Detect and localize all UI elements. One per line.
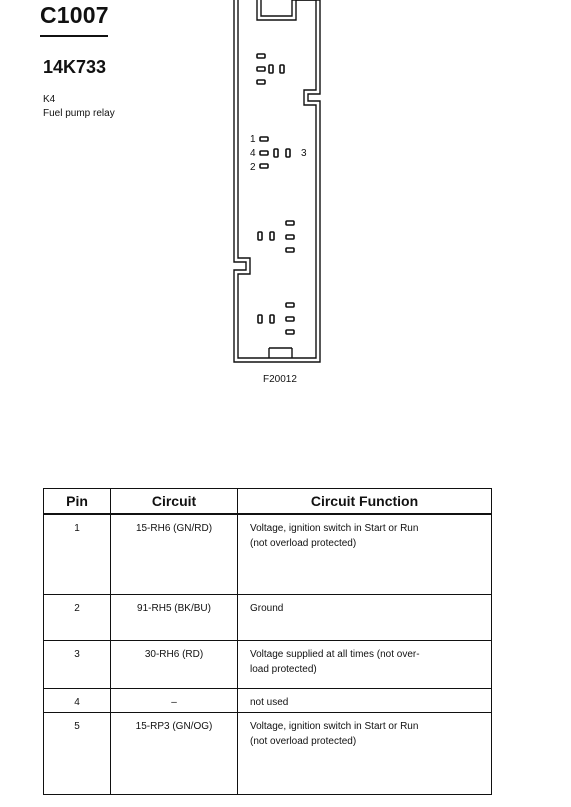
function-line: load protected) xyxy=(250,663,317,675)
cell-pin: 4 xyxy=(43,687,111,713)
cell-function: Voltage, ignition switch in Start or Run… xyxy=(237,513,492,595)
function-line: Ground xyxy=(250,602,284,614)
pin-label-4: 4 xyxy=(250,148,256,159)
cell-circuit: 91-RH5 (BK/BU) xyxy=(110,593,238,641)
cavity-pin-5 xyxy=(273,148,279,158)
function-line: (not overload protected) xyxy=(250,735,357,747)
pin-label-3: 3 xyxy=(301,148,307,159)
pin-function-table: Pin Circuit Circuit Function 1 15-RH6 (G… xyxy=(43,488,492,795)
terminal-cavities xyxy=(256,53,295,335)
table-row: 3 30-RH6 (RD) Voltage supplied at all ti… xyxy=(43,639,492,689)
function-line: Voltage supplied at all times (not over- xyxy=(250,648,420,660)
table-row: 1 15-RH6 (GN/RD) Voltage, ignition switc… xyxy=(43,513,492,595)
cell-circuit: 15-RP3 (GN/OG) xyxy=(110,711,238,795)
cell-circuit: 15-RH6 (GN/RD) xyxy=(110,513,238,595)
relay-name: Fuel pump relay xyxy=(43,108,115,119)
cavity-pin-1 xyxy=(259,136,269,142)
relay-id: K4 xyxy=(43,94,56,105)
header-circuit: Circuit xyxy=(110,488,238,515)
cell-function: Ground xyxy=(237,593,492,641)
cell-pin: 1 xyxy=(43,513,111,595)
figure-label: F20012 xyxy=(263,374,297,385)
connector-outline xyxy=(233,0,321,363)
cell-pin: 3 xyxy=(43,639,111,689)
header-circuit-function: Circuit Function xyxy=(237,488,492,515)
pin-label-1: 1 xyxy=(250,134,256,145)
function-line: (not overload protected) xyxy=(250,538,357,549)
table-row: 2 91-RH5 (BK/BU) Ground xyxy=(43,593,492,641)
connector-face-diagram: 1 4 2 3 xyxy=(233,0,321,363)
function-line: not used xyxy=(250,696,289,708)
cell-function: not used xyxy=(237,687,492,713)
cell-circuit: 30-RH6 (RD) xyxy=(110,639,238,689)
table-row: 4 – not used xyxy=(43,687,492,713)
cavity-pin-2 xyxy=(259,163,269,169)
cell-function: Voltage, ignition switch in Start or Run… xyxy=(237,711,492,795)
header-pin: Pin xyxy=(43,488,111,515)
cell-function: Voltage supplied at all times (not over-… xyxy=(237,639,492,689)
cavity-pin-4 xyxy=(259,150,269,156)
cell-circuit: – xyxy=(110,687,238,713)
pin-label-2: 2 xyxy=(250,162,256,173)
function-line: Voltage, ignition switch in Start or Run xyxy=(250,523,419,534)
table-header-row: Pin Circuit Circuit Function xyxy=(43,488,492,515)
cavity-pin-3 xyxy=(285,148,291,158)
part-number: 14K733 xyxy=(43,57,107,77)
connector-id-underline xyxy=(40,35,108,37)
function-line: Voltage, ignition switch in Start or Run xyxy=(250,720,419,732)
cell-pin: 5 xyxy=(43,711,111,795)
table-row: 5 15-RP3 (GN/OG) Voltage, ignition switc… xyxy=(43,711,492,795)
connector-id: C1007 xyxy=(40,2,109,28)
cell-pin: 2 xyxy=(43,593,111,641)
